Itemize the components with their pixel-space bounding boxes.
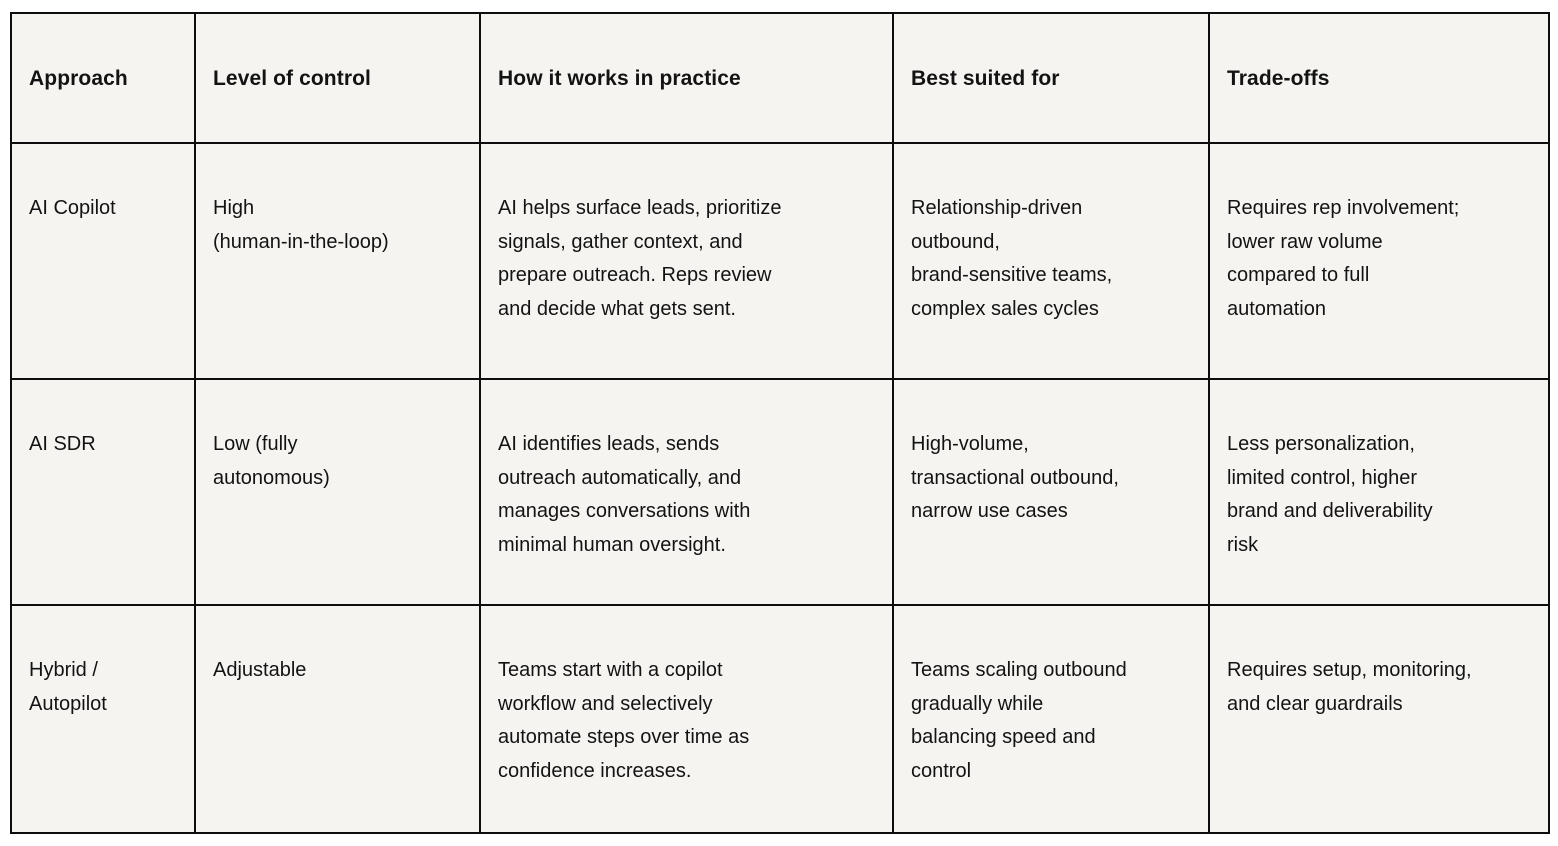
cell-trade-offs: Requires setup, monitoring, and clear gu… [1208, 604, 1550, 834]
header-row: Approach Level of control How it works i… [10, 12, 1550, 144]
cell-trade-offs: Less personalization, limited control, h… [1208, 378, 1550, 606]
cell-approach: AI SDR [10, 378, 196, 606]
ai-approach-comparison-table: Approach Level of control How it works i… [10, 12, 1550, 834]
cell-approach: AI Copilot [10, 142, 196, 380]
cell-best-suited-for: Teams scaling outbound gradually while b… [892, 604, 1210, 834]
cell-level-of-control: Adjustable [194, 604, 481, 834]
column-header-approach: Approach [10, 12, 196, 144]
column-header-trade-offs: Trade-offs [1208, 12, 1550, 144]
table-row-ai-sdr: AI SDR Low (fully autonomous) AI identif… [10, 378, 1550, 606]
column-header-how-it-works: How it works in practice [479, 12, 894, 144]
table-row-hybrid-autopilot: Hybrid / Autopilot Adjustable Teams star… [10, 604, 1550, 834]
cell-best-suited-for: High-volume, transactional outbound, nar… [892, 378, 1210, 606]
cell-trade-offs: Requires rep involvement; lower raw volu… [1208, 142, 1550, 380]
cell-level-of-control: Low (fully autonomous) [194, 378, 481, 606]
cell-approach: Hybrid / Autopilot [10, 604, 196, 834]
cell-best-suited-for: Relationship-driven outbound, brand-sens… [892, 142, 1210, 380]
column-header-level-of-control: Level of control [194, 12, 481, 144]
cell-level-of-control: High (human-in-the-loop) [194, 142, 481, 380]
table-row-ai-copilot: AI Copilot High (human-in-the-loop) AI h… [10, 142, 1550, 380]
cell-how-it-works: Teams start with a copilot workflow and … [479, 604, 894, 834]
cell-how-it-works: AI helps surface leads, prioritize signa… [479, 142, 894, 380]
comparison-table-container: Approach Level of control How it works i… [10, 12, 1550, 834]
cell-how-it-works: AI identifies leads, sends outreach auto… [479, 378, 894, 606]
column-header-best-suited-for: Best suited for [892, 12, 1210, 144]
